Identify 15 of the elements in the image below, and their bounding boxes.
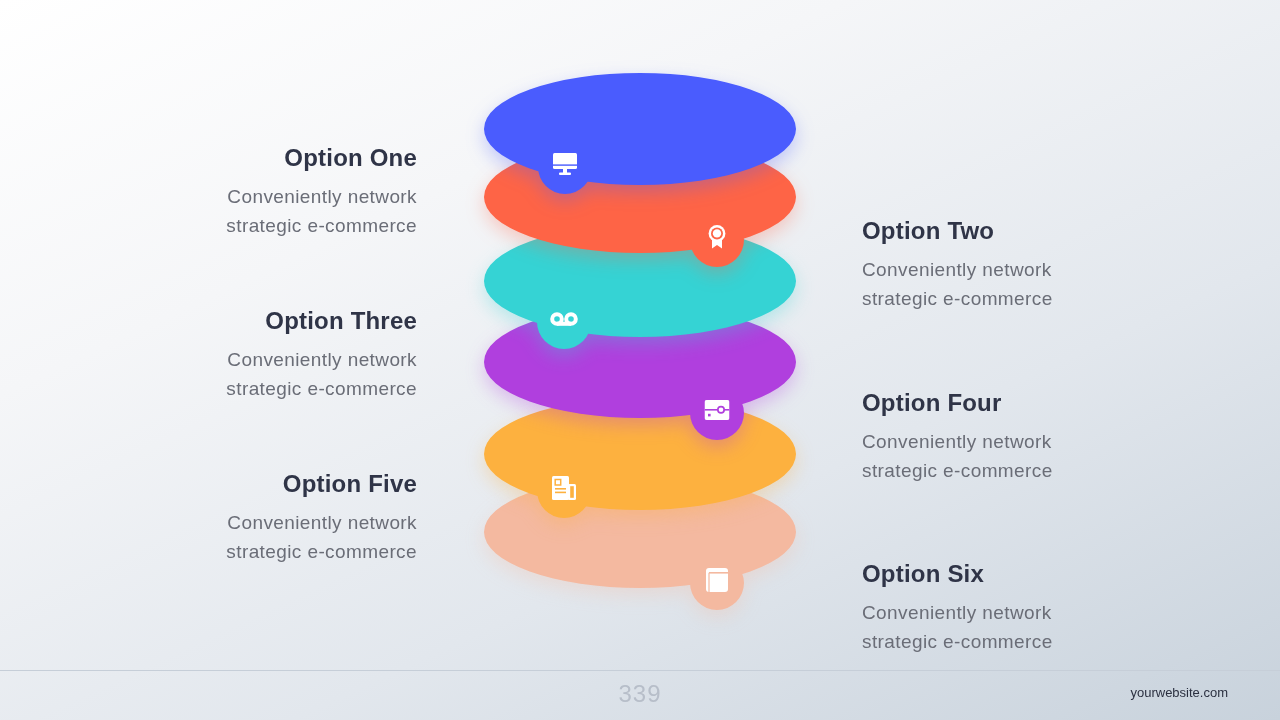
option-title: Option Two	[862, 216, 995, 246]
option-description: Conveniently network strategic e-commerce	[862, 601, 1054, 654]
option-title: Option Six	[862, 559, 984, 589]
option-description: Conveniently network strategic e-commerce	[862, 430, 1054, 483]
option-description: Conveniently network strategic e-commerce	[225, 348, 417, 401]
option-title: Option Five	[282, 469, 417, 499]
option-title: Option Four	[862, 388, 1002, 418]
option-description: Conveniently network strategic e-commerce	[225, 511, 417, 564]
ellipse-layer	[484, 73, 796, 194]
web-address: yourwebsite.com	[1130, 685, 1228, 701]
option-description: Conveniently network strategic e-commerce	[862, 258, 1054, 311]
option-description: Conveniently network strategic e-commerce	[225, 185, 417, 238]
ellipse-layer	[484, 492, 796, 610]
option-title: Option Three	[265, 306, 417, 336]
option-title: Option One	[284, 143, 417, 173]
